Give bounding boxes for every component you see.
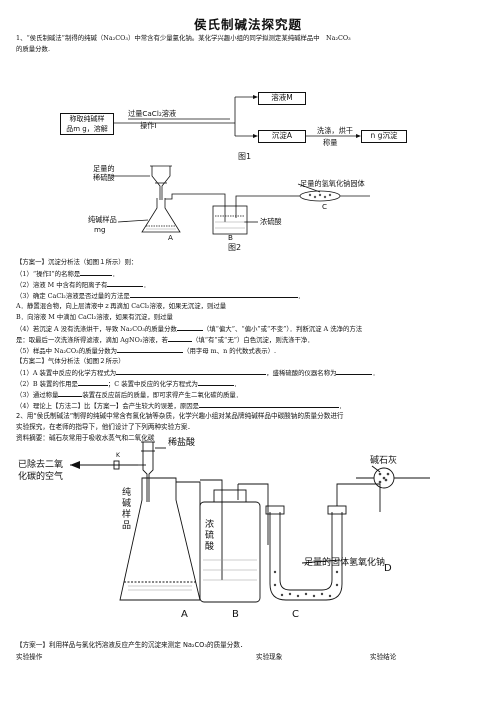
q2-line-2: 实验探究，在老师的指导下，他们设计了下列两种实验方案． (16, 423, 195, 431)
weigh-label: 称量 (323, 138, 338, 147)
h2so4-char-2: 硫 (205, 531, 215, 541)
scheme1-q3: （3）确定 CaCl₂溶液是否过量的方法是 (16, 292, 130, 300)
n-g-precipitate-box: n g沉淀 (361, 130, 407, 143)
inlet-arrow-icon (70, 461, 80, 469)
h2so4-label-3: 浓 硫 酸 (205, 520, 214, 553)
label-a: A (168, 233, 173, 242)
hcl-label: 稀盐酸 (168, 438, 196, 448)
sample-char-3: 样 (122, 510, 132, 520)
h2so4-char-1: 浓 (205, 520, 215, 530)
scheme2-q2a: （2）B 装置的作用是 (16, 380, 78, 388)
wash-dry-label: 洗涤，烘干 (317, 126, 353, 135)
fig3-label-c: C (292, 609, 299, 620)
sample-label-2: mg (94, 225, 106, 234)
q2-info: 资料摘要：碱石灰常用于吸收水蒸气和二氧化碳 (16, 434, 155, 442)
precipitate-a-box: 沉淀A (258, 130, 306, 143)
q2-scheme1-heading: 【方案一】利用样品与氯化钙溶液反应产生的沉淀来测定 Na₂CO₃的质量分数． (16, 641, 247, 649)
scheme1-q2: （2）溶液 M 中含有的阳离子有 (16, 281, 108, 289)
scheme1-q4c: 是：取最后一次洗涤所得滤液，滴加 AgNO₃溶液，若 (16, 336, 168, 344)
sample-char-1: 纯 (122, 488, 132, 498)
air-label-2: 化碳的空气 (18, 472, 64, 482)
fig3-label-a: A (181, 609, 188, 620)
scheme1-q4d: （填“有”或“无”）白色沉淀，则洗涤干净． (191, 336, 314, 344)
scheme1-heading: 【方案一】沉淀分析法（如图１所示）则： (16, 258, 138, 266)
sample-char-2: 碱 (122, 499, 132, 509)
scheme2-q1a: （1）A 装置中反应的化学方程式为 (16, 369, 117, 377)
label-c: C (322, 202, 328, 211)
sample-char-4: 品 (122, 521, 132, 531)
scheme2-q4a: （4）理论上【方法二】比【方案一】会产生较大的误差，原因是 (16, 402, 200, 410)
air-label-1: 已除去二氧 (18, 460, 64, 470)
table-col-operation: 实验操作 (16, 653, 43, 661)
scheme1-q5b: （用字母 m、n 的代数式表示）. (183, 347, 277, 355)
scheme1-q4a: （4）若沉淀 A 没有洗涤烘干，导致 Na₂CO₃的质量分数 (16, 325, 177, 333)
scheme2-heading: 【方案二】气体分析法（如图２所示） (16, 357, 125, 365)
sample-box-line-2: 品m g，溶解 (66, 125, 108, 133)
scheme2-q2b: ；C 装置中反应的化学方程式为 (107, 380, 198, 388)
reagent-label: 过量CaCl₂溶液 (128, 109, 177, 118)
valve-k-label: K (116, 452, 120, 459)
soda-lime-label: 碱石灰 (370, 456, 398, 466)
acid-label-2: 稀硫酸 (93, 173, 115, 182)
figure-2-caption: 图2 (228, 243, 242, 252)
scheme1-q4b: （填“偏大”、“偏小”或“不变”）．判断沉淀 A 洗净的方法 (202, 325, 363, 333)
naoh-label: 足量的氢氧化钠固体 (300, 179, 365, 188)
scheme2-q1b: ，盛稀硫酸的仪器名称为 (266, 369, 337, 377)
sample-box: 称取纯碱样 品m g，溶解 (60, 113, 114, 135)
sample-label: 纯 碱 样 品 (122, 488, 131, 532)
acid-label-1: 足量的 (93, 164, 115, 173)
scheme1-q5a: （5）样品中 Na₂CO₃的质量分数为 (16, 347, 118, 355)
scheme1-option-a: A．静置混合物，向上层清液中ｚ再滴加 CaCl₂溶液，如果无沉淀，则过量 (16, 302, 227, 310)
solution-m-box: 溶液M (258, 92, 306, 105)
intro-line-2: 的质量分数. (16, 45, 50, 53)
table-col-conclusion: 实验结论 (370, 653, 397, 661)
q2-line-1: 2、用“侯氏制碱法”制得的纯碱中常含有氯化钠等杂质，化学兴趣小组对某品牌纯碱样品… (16, 412, 344, 420)
naoh-label-3: 足量的固体氢氧化钠 (304, 558, 386, 568)
scheme2-q3b: 装置在反应前后的质量，即可求得产生二氧化碳的质量． (82, 391, 243, 399)
scheme1-option-b: B．向溶液 M 中滴加 CaCl₂溶液，如果有沉淀，则过量 (16, 313, 173, 321)
scheme2-q3a: （3）通过称量 (16, 391, 59, 399)
h2so4-char-3: 酸 (205, 542, 215, 552)
sample-label-1: 纯碱样品 (88, 215, 117, 224)
scheme1-q1: （1）“操作Ⅰ”的名称是 (16, 270, 81, 278)
intro-line-1: 1、“侯氏制碱法”制得的纯碱（Na₂CO₃）中常含有少量氯化钠。某化学兴趣小组的… (16, 34, 351, 42)
fig3-label-b: B (232, 609, 239, 620)
operation-label: 操作Ⅰ (140, 121, 157, 130)
figure-1-caption: 图1 (238, 152, 252, 161)
label-b: B (228, 233, 233, 242)
table-col-phenomenon: 实验现象 (256, 653, 283, 661)
sample-box-line-1: 称取纯碱样 (69, 115, 105, 123)
fig3-label-d: D (384, 563, 392, 574)
page-title: 侯氏制碱法探究题 (193, 17, 302, 32)
h2so4-label: 浓硫酸 (260, 217, 282, 226)
